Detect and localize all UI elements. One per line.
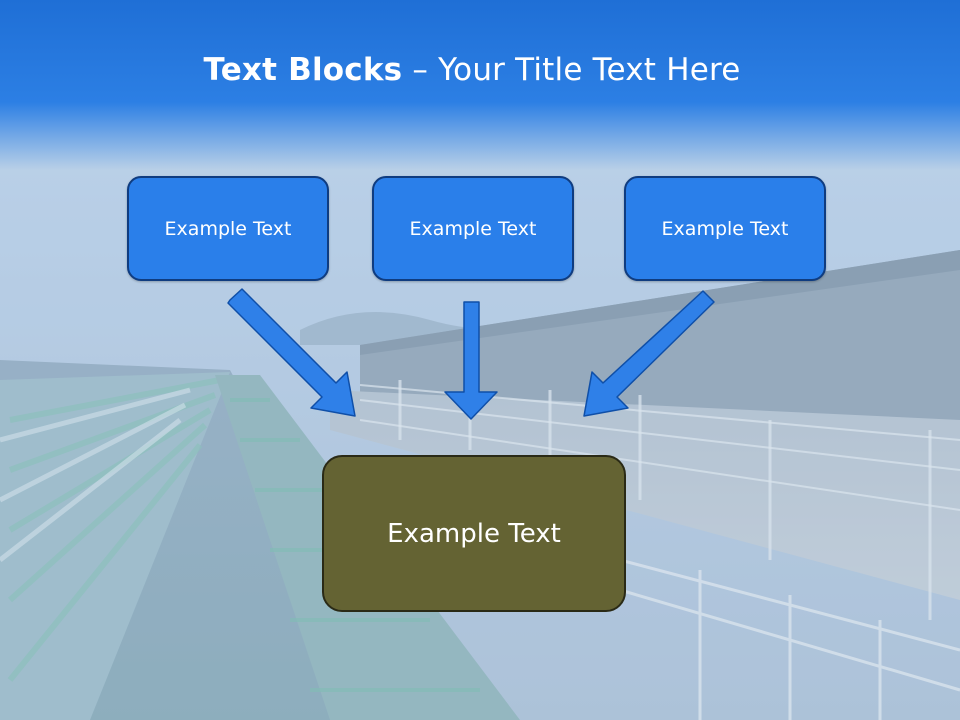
title-bold-part: Text Blocks [203,52,403,88]
title-band [0,0,960,170]
title-dash: – [402,52,439,88]
title-regular-part: Your Title Text Here [438,52,741,88]
text-block-right: Example Text [624,176,826,281]
text-block-bottom: Example Text [322,455,626,612]
slide-title: Text Blocks – Your Title Text Here [0,52,944,88]
text-block-middle: Example Text [372,176,574,281]
text-block-left: Example Text [127,176,329,281]
